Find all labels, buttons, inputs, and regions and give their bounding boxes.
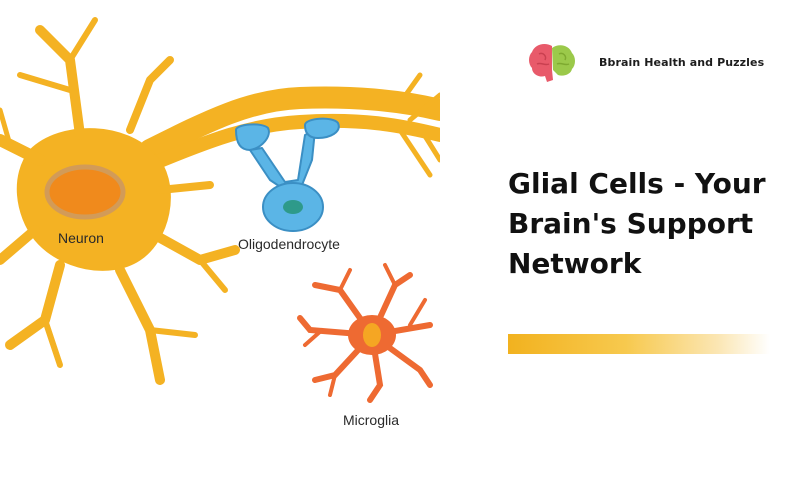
glial-cells-illustration xyxy=(0,17,440,403)
brain-icon xyxy=(529,44,575,82)
brand: Bbrain Health and Puzzles xyxy=(527,40,764,84)
neuron-nucleus xyxy=(44,164,126,220)
microglia-nucleus xyxy=(363,323,381,347)
accent-bar xyxy=(508,334,770,354)
page-title: Glial Cells - Your Brain's Support Netwo… xyxy=(508,164,800,284)
title-line-1: Glial Cells - Your xyxy=(508,167,766,200)
brand-name: Bbrain Health and Puzzles xyxy=(599,55,765,69)
oligodendrocyte-label: Oligodendrocyte xyxy=(238,236,340,252)
title-line-2: Brain's Support xyxy=(508,207,754,240)
title-line-3: Network xyxy=(508,247,642,280)
neuron-label: Neuron xyxy=(58,230,104,246)
microglia-label: Microglia xyxy=(343,412,400,428)
oligodendrocyte-nucleus xyxy=(283,200,303,214)
oligodendrocyte-cell xyxy=(235,117,340,232)
